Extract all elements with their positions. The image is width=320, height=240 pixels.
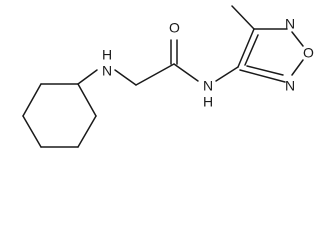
molecule-drawing: H N O N H N O N	[22, 5, 314, 148]
cyclohexane-ring	[22, 83, 97, 148]
bond-n5-c3-a	[239, 69, 286, 83]
bond-nh-ch2	[114, 69, 137, 86]
bond-c3-c4	[77, 115, 97, 148]
oxadiazole-ring	[237, 28, 304, 83]
carbonyl-o-label: O	[169, 20, 180, 36]
ring-n-top-label: N	[285, 16, 295, 32]
bond-methyl	[231, 5, 255, 30]
amine-h-label: H	[102, 47, 112, 63]
bond-c2-c3	[77, 83, 97, 117]
bond-c6-c1	[22, 83, 42, 117]
bond-nh-ring	[215, 66, 239, 82]
structure-diagram: H N O N H N O N	[22, 5, 314, 148]
bond-n2-o1	[291, 31, 304, 47]
ring-n-bottom-label: N	[285, 78, 295, 94]
amide-h-label: H	[203, 94, 213, 110]
bond-n5-c3-b	[246, 65, 284, 76]
bond-c3-c4-a	[237, 28, 255, 68]
bond-ring-nh	[77, 69, 98, 85]
bond-o1-n5	[291, 59, 304, 76]
ring-o-label: O	[303, 45, 314, 61]
amide-n-label: N	[203, 78, 213, 94]
bond-c5-c6	[22, 115, 42, 148]
bond-ch2-carbonyl	[135, 63, 175, 86]
bond-carbonyl-nh	[173, 63, 199, 82]
amine-n-label: N	[102, 63, 112, 79]
bond-c3-c4-b	[244, 34, 259, 66]
